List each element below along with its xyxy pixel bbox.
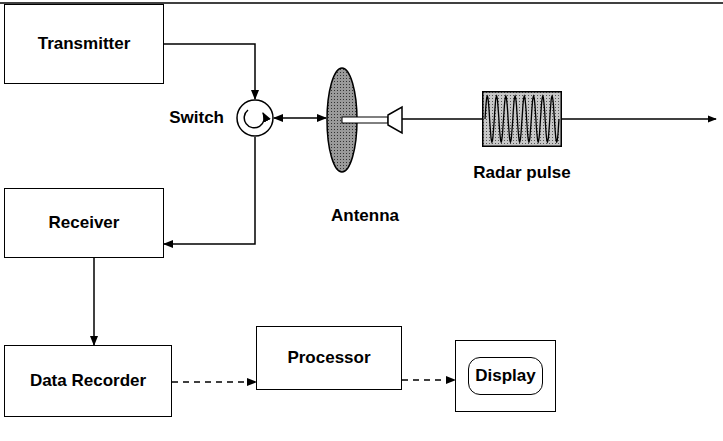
radar-pulse: Radar pulse	[482, 91, 562, 147]
circle-shape	[236, 99, 274, 137]
pulse-propagation-arrow	[562, 118, 716, 120]
node-label: Switch	[169, 108, 224, 128]
feed-rod	[342, 117, 388, 123]
switch-circulator: Switch	[236, 99, 274, 137]
connector	[164, 44, 255, 99]
node-label: Data Recorder	[30, 371, 146, 391]
antenna-shape	[322, 66, 408, 174]
node-label: Display	[475, 366, 535, 386]
node-label: Antenna	[331, 206, 399, 226]
receiver-box: Receiver	[4, 188, 164, 258]
connector	[164, 137, 255, 244]
switch-outline	[237, 100, 273, 136]
connector	[93, 258, 95, 345]
display-box: Display	[455, 340, 556, 412]
feed-horn	[388, 107, 402, 133]
node-label: Processor	[287, 348, 370, 368]
screen-outline: Display	[468, 357, 542, 395]
connector	[274, 117, 326, 119]
data-recorder-box: Data Recorder	[4, 345, 172, 417]
node-label: Transmitter	[38, 34, 131, 54]
dashed-connector	[172, 381, 256, 383]
node-label: Receiver	[49, 213, 120, 233]
circulator-arrow	[244, 110, 264, 128]
connector	[402, 118, 482, 120]
pulse-wave	[485, 96, 559, 142]
antenna-dish: Antenna	[322, 66, 408, 174]
dashed-connector	[402, 379, 455, 381]
node-label: Radar pulse	[473, 163, 570, 183]
processor-box: Processor	[256, 326, 402, 390]
pulse-shape	[482, 91, 562, 147]
transmitter-box: Transmitter	[4, 4, 164, 84]
pulse-envelope	[483, 92, 562, 147]
